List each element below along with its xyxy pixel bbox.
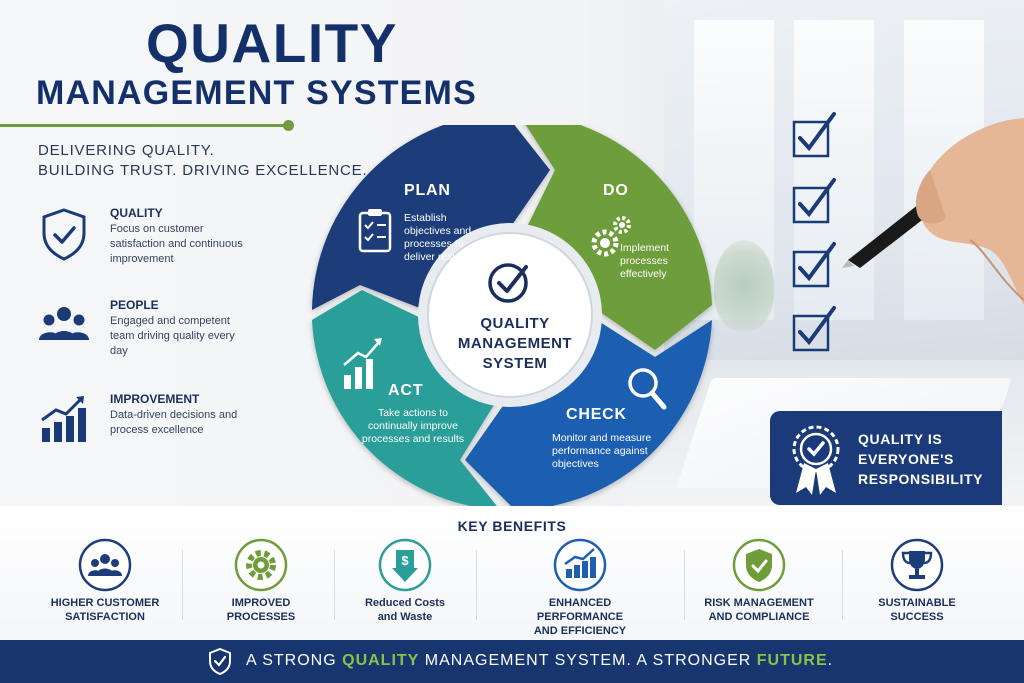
center-line3: SYSTEM — [482, 355, 548, 372]
act-segment — [312, 290, 500, 510]
pdca-cycle — [312, 125, 712, 510]
plan-label: PLAN Establish objectives and processes … — [404, 182, 534, 264]
award-ribbon-icon — [792, 425, 840, 495]
center-check-icon — [488, 263, 528, 303]
shield-check-icon — [732, 538, 786, 592]
badge-text: QUALITY IS EVERYONE'S RESPONSIBILITY — [858, 429, 983, 489]
check-segment — [465, 317, 712, 510]
checklist — [792, 112, 836, 352]
tagline-line2: BUILDING TRUST. DRIVING EXCELLENCE. — [38, 162, 368, 179]
checkbox-checked-icon — [792, 242, 836, 288]
plan-title: PLAN — [404, 182, 451, 199]
feature-improvement: IMPROVEMENT Data-driven decisions and pr… — [36, 392, 286, 472]
footer-banner: A STRONG QUALITY MANAGEMENT SYSTEM. A ST… — [0, 640, 1024, 683]
plan-desc: Establish objectives and processes to de… — [404, 212, 472, 263]
people-group-icon — [39, 307, 89, 340]
center-line1: QUALITY — [480, 315, 550, 332]
plan-segment — [312, 125, 550, 310]
shield-check-icon — [209, 648, 231, 675]
feature-title: QUALITY — [110, 206, 163, 220]
background-window-pane — [794, 20, 874, 320]
badge-line1: QUALITY IS — [858, 431, 943, 447]
check-title: CHECK — [566, 406, 627, 423]
customers-icon — [78, 538, 132, 592]
act-label: ACT — [388, 382, 508, 400]
svg-text:$: $ — [401, 553, 409, 568]
feature-title: IMPROVEMENT — [110, 392, 200, 406]
do-label: DO — [603, 182, 693, 200]
check-desc-wrap: Monitor and measure performance against … — [552, 432, 662, 471]
shield-check-icon — [42, 208, 86, 261]
bar-chart-icon — [553, 538, 607, 592]
hand-with-pen — [842, 118, 1024, 305]
feature-quality: QUALITY Focus on customer satisfaction a… — [36, 206, 286, 286]
trophy-icon — [890, 538, 944, 592]
check-label: CHECK — [566, 406, 686, 424]
act-title: ACT — [388, 382, 424, 399]
do-desc-wrap: Implement processes effectively — [620, 242, 690, 281]
check-desc: Monitor and measure performance against … — [552, 432, 652, 470]
divider — [684, 550, 685, 620]
gear-icon — [234, 538, 288, 592]
feature-desc: Engaged and competent team driving quali… — [110, 315, 235, 357]
feature-desc: Focus on customer satisfaction and conti… — [110, 223, 243, 265]
divider — [842, 550, 843, 620]
feature-people: PEOPLE Engaged and competent team drivin… — [36, 298, 286, 378]
dollar-down-icon: $ — [378, 538, 432, 592]
background-plant — [714, 240, 774, 330]
divider — [182, 550, 183, 620]
checkbox-checked-icon — [792, 112, 836, 158]
growth-chart-icon — [41, 396, 86, 442]
title-underline-dot — [283, 120, 294, 131]
magnifier-icon — [628, 368, 667, 410]
divider — [476, 550, 477, 620]
checkbox-checked-icon — [792, 306, 836, 352]
clipboard-icon — [358, 209, 392, 253]
page-subtitle: MANAGEMENT SYSTEMS — [36, 74, 477, 112]
key-benefits-title: KEY BENEFITS — [457, 518, 567, 534]
feature-title: PEOPLE — [110, 298, 159, 312]
center-line2: MANAGEMENT — [457, 335, 573, 352]
footer-slogan: A STRONG QUALITY MANAGEMENT SYSTEM. A ST… — [246, 652, 834, 669]
act-desc-wrap: Take actions to continually improve proc… — [358, 407, 468, 446]
growth-chart-icon — [343, 338, 382, 389]
hand — [918, 118, 1024, 305]
page-title: QUALITY — [146, 12, 398, 74]
do-desc: Implement processes effectively — [620, 242, 670, 280]
center-label: QUALITY MANAGEMENT SYSTEM — [425, 314, 605, 374]
title-underline — [0, 124, 288, 127]
act-desc: Take actions to continually improve proc… — [361, 407, 465, 445]
responsibility-badge: QUALITY IS EVERYONE'S RESPONSIBILITY — [770, 411, 1002, 505]
divider — [334, 550, 335, 620]
gears-icon — [591, 216, 631, 257]
center-circle — [427, 232, 593, 398]
badge-line2: EVERYONE'S — [858, 451, 954, 467]
do-title: DO — [603, 182, 629, 199]
feature-desc: Data-driven decisions and process excell… — [110, 409, 238, 436]
badge-line3: RESPONSIBILITY — [858, 471, 984, 487]
tagline-line1: DELIVERING QUALITY. — [38, 142, 215, 159]
checkbox-checked-icon — [792, 178, 836, 224]
